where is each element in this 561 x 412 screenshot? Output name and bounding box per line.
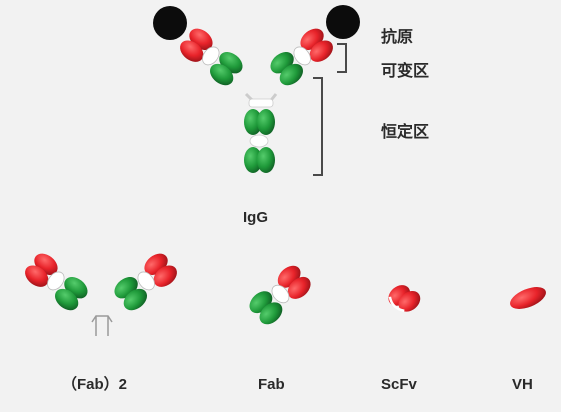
constant-region-label: 恒定区 [381, 122, 429, 141]
scfv-label: ScFv [381, 376, 418, 393]
variable-domain [180, 40, 204, 62]
igg-right-arm [270, 28, 333, 86]
igg-label: IgG [243, 209, 268, 226]
igg-stem [244, 109, 275, 173]
hinge-link [293, 46, 311, 66]
antigen-right [326, 5, 360, 39]
fab2-fragment [25, 253, 177, 336]
hinge-white [248, 98, 274, 108]
fab2-hinge [91, 315, 113, 336]
variable-region-label: 可变区 [381, 61, 429, 80]
igg-antibody [153, 5, 360, 176]
fab-fragment [249, 265, 311, 325]
vh-label: VH [512, 376, 533, 393]
constant-domain [279, 63, 303, 86]
constant-domain [210, 63, 234, 86]
vh-fragment [510, 287, 546, 309]
antigen-label: 抗原 [381, 27, 413, 46]
hinge-link [202, 46, 220, 66]
antigen-left [153, 6, 187, 40]
constant-region-bracket [313, 77, 323, 176]
variable-region-bracket [337, 43, 347, 73]
fab2-label: （Fab）2 [62, 375, 127, 393]
variable-domain [309, 40, 333, 62]
scfv-fragment [388, 285, 421, 313]
igg-left-arm [180, 28, 243, 86]
fab-label: Fab [258, 376, 285, 393]
